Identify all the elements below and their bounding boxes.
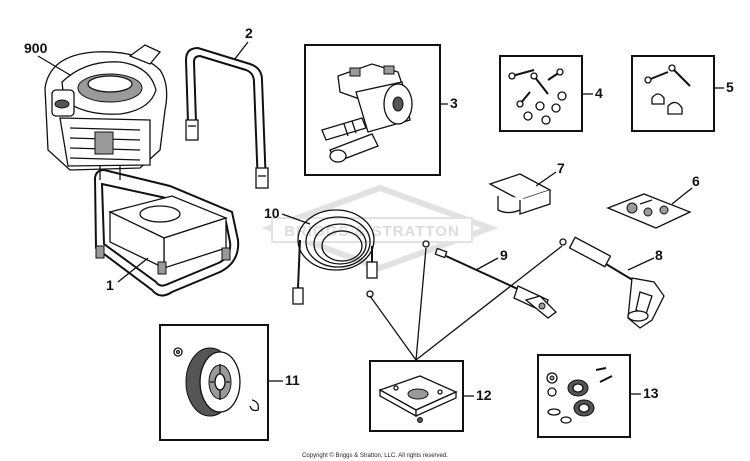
callout-foot-kit: 12 — [476, 387, 492, 403]
frame-illustration[interactable] — [93, 168, 240, 297]
wheel-kit-illustration[interactable] — [173, 347, 260, 417]
hardware-kit-b-illustration[interactable] — [644, 64, 691, 115]
foot-kit-illustration[interactable] — [378, 375, 458, 423]
callout-handle: 2 — [245, 25, 253, 41]
engine-illustration[interactable] — [44, 44, 168, 180]
callout-wheel-kit: 11 — [285, 372, 300, 388]
callout-pump: 3 — [450, 95, 458, 111]
wand-bracket-illustration[interactable] — [488, 173, 552, 215]
leader-engine — [37, 55, 71, 76]
axle-kit-illustration[interactable] — [546, 367, 613, 424]
leader-wand — [475, 257, 499, 271]
leader-hose — [281, 213, 311, 225]
leader-foot-kit-hose — [369, 295, 417, 361]
callout-hardware-kit-b: 5 — [726, 79, 734, 95]
hose-illustration[interactable] — [292, 209, 378, 305]
leader-foot-kit-gun — [415, 245, 563, 361]
hardware-bag-illustration[interactable] — [606, 193, 692, 229]
spray-gun-illustration[interactable] — [559, 236, 665, 329]
leader-handle — [233, 41, 249, 61]
callout-axle-kit: 13 — [643, 385, 659, 401]
callout-hardware-kit-a: 4 — [595, 85, 603, 101]
leader-wand-bracket — [535, 171, 557, 187]
callout-hose: 10 — [264, 205, 280, 221]
callout-frame: 1 — [106, 277, 114, 293]
callout-engine: 900 — [24, 40, 48, 56]
leader-foot-kit-wand — [415, 247, 427, 361]
callout-hardware-bag: 6 — [692, 173, 700, 189]
handle-illustration[interactable] — [184, 46, 269, 189]
hardware-kit-a-illustration[interactable] — [508, 68, 567, 125]
callout-spray-gun: 8 — [655, 247, 663, 263]
leader-spray-gun — [627, 257, 655, 271]
wand-illustration[interactable] — [422, 240, 557, 319]
pump-illustration[interactable] — [321, 63, 413, 163]
callout-wand-bracket: 7 — [557, 160, 565, 176]
callout-wand: 9 — [500, 247, 508, 263]
leader-hardware-bag — [671, 187, 693, 205]
copyright-notice: Copyright © Briggs & Stratton, LLC. All … — [302, 452, 448, 459]
hardware-kit-a-box — [499, 55, 583, 132]
leader-frame — [117, 257, 149, 283]
